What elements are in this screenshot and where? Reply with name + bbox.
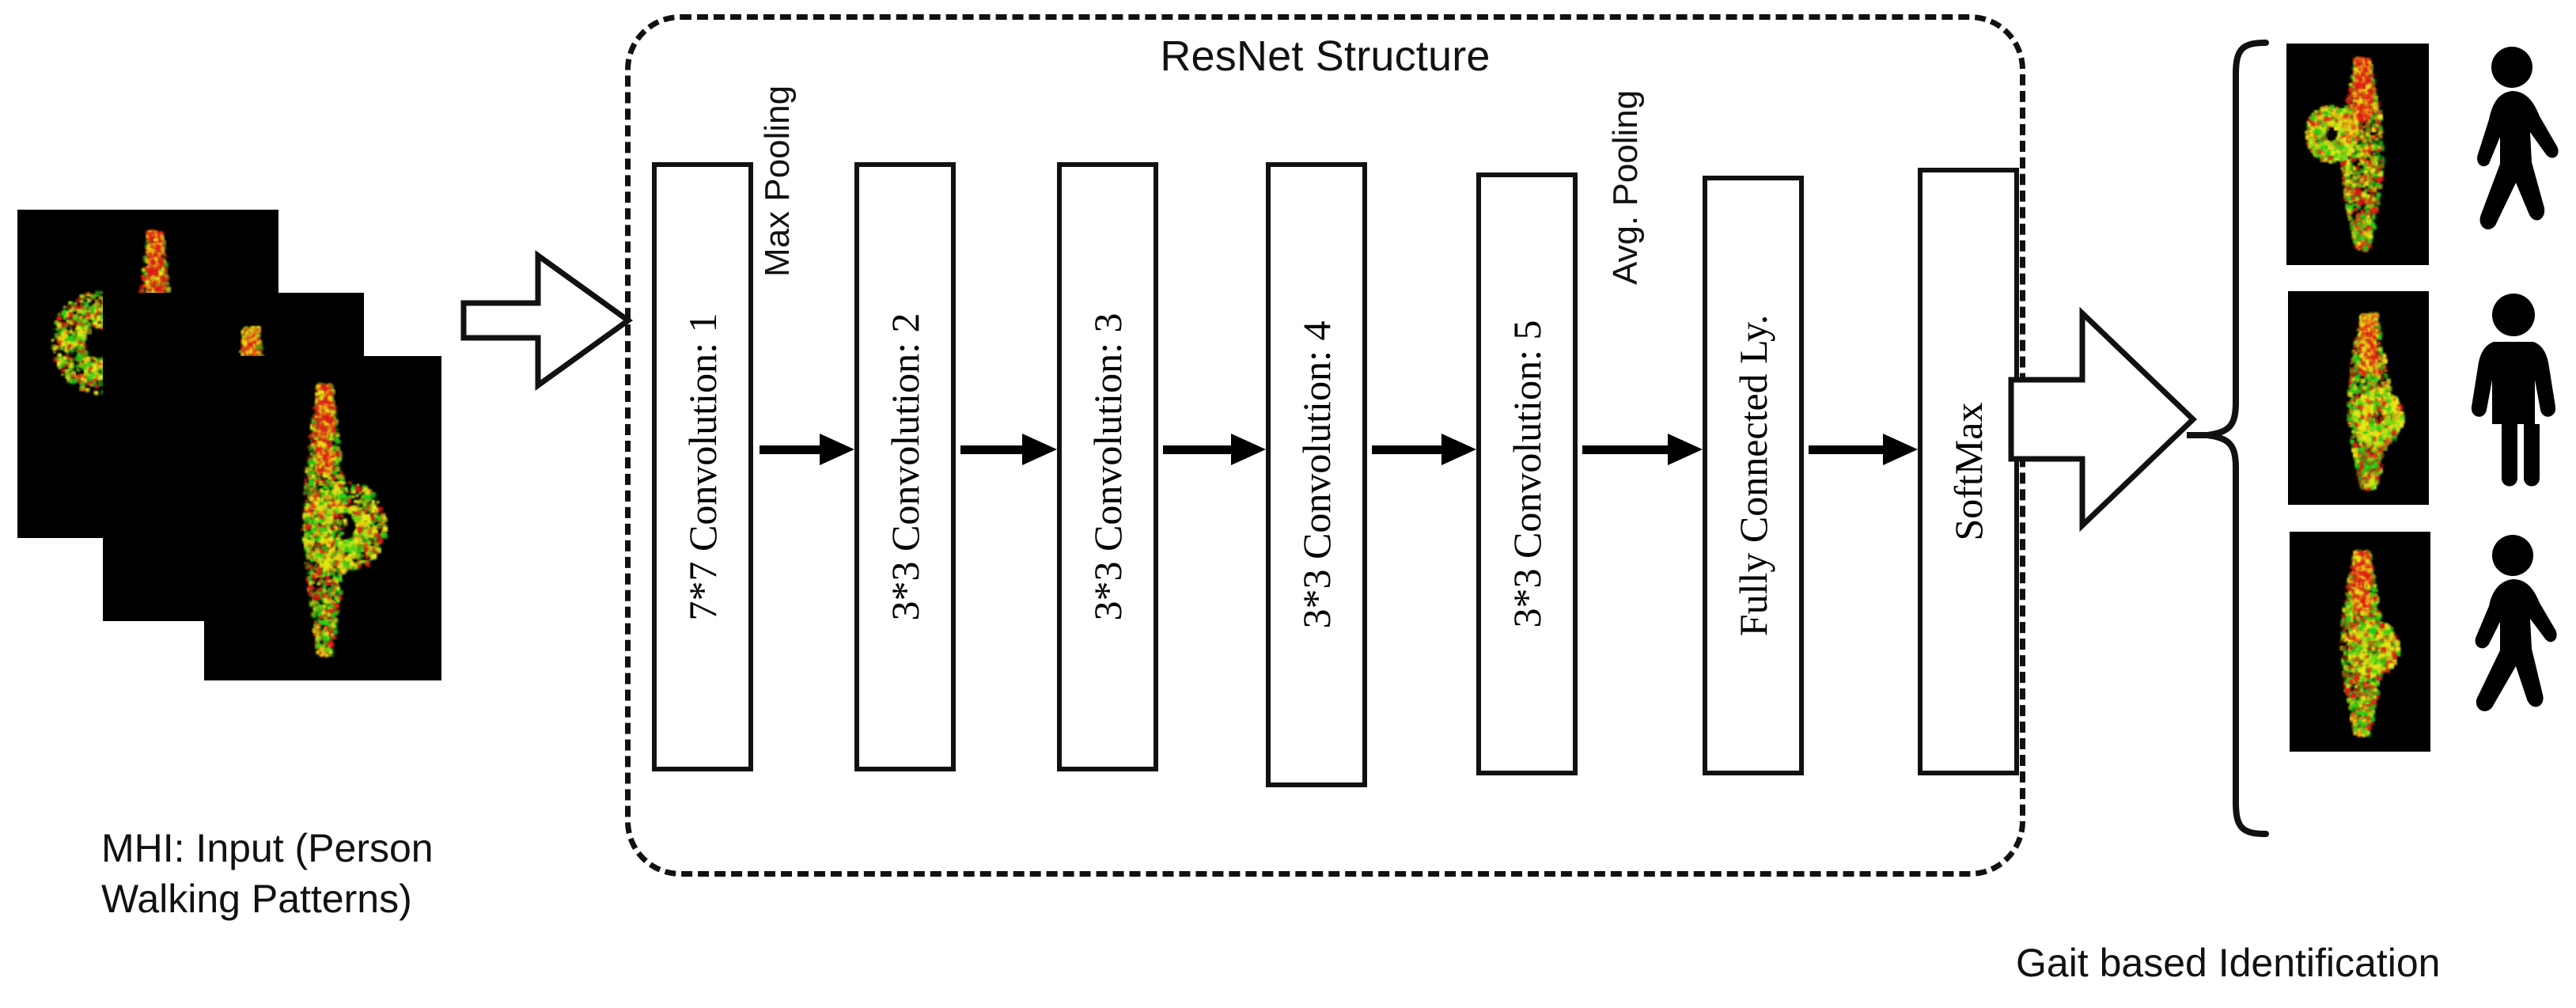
layer-label-conv5: 3*3 Convolution: 5 — [1505, 320, 1549, 628]
arrow-conv2-to-conv3 — [960, 434, 1059, 465]
resnet-title: ResNet Structure — [1160, 32, 1491, 80]
mhi-output-1 — [2286, 44, 2429, 265]
layer-label-conv3: 3*3 Convolution: 3 — [1085, 313, 1130, 621]
layer-label-softmax: SoftMax — [1946, 402, 1991, 541]
output-caption: Gait based Identification — [2016, 941, 2441, 985]
layer-label-conv2: 3*3 Convolution: 2 — [883, 313, 927, 621]
output-group-brace — [2184, 30, 2271, 853]
layer-box-conv3[interactable]: 3*3 Convolution: 3 — [1057, 162, 1158, 771]
max-pooling-label: Max Pooling — [758, 85, 797, 277]
layer-box-softmax[interactable]: SoftMax — [1918, 168, 2019, 775]
pedestrian-standing-icon — [2462, 291, 2565, 497]
mhi-input-3 — [204, 356, 441, 680]
arrow-conv3-to-conv4 — [1163, 434, 1267, 465]
mhi-output-2 — [2288, 291, 2429, 505]
layer-label-conv1: 7*7 Convolution: 1 — [680, 313, 725, 621]
input-flow-arrow — [460, 233, 635, 407]
layer-box-conv1[interactable]: 7*7 Convolution: 1 — [652, 162, 753, 771]
layer-box-conv5[interactable]: 3*3 Convolution: 5 — [1476, 172, 1578, 775]
mhi-output-3 — [2290, 532, 2430, 752]
output-flow-arrow — [2008, 261, 2198, 578]
input-caption-line1: MHI: Input (Person — [101, 826, 434, 870]
pedestrian-walking-icon-2 — [2459, 532, 2562, 745]
arrow-conv4-to-conv5 — [1372, 434, 1478, 465]
input-caption-line2: Walking Patterns) — [101, 877, 412, 921]
layer-label-fully-connected: Fully Connected Ly. — [1731, 314, 1775, 637]
layer-box-conv2[interactable]: 3*3 Convolution: 2 — [854, 162, 956, 771]
arrow-fully-connected-to-softmax — [1809, 434, 1919, 465]
layer-label-conv4: 3*3 Convolution: 4 — [1294, 320, 1339, 629]
pedestrian-walking-icon-1 — [2460, 44, 2563, 257]
layer-box-conv4[interactable]: 3*3 Convolution: 4 — [1266, 162, 1367, 787]
avg-pooling-label: Avg. Pooling — [1606, 89, 1645, 285]
arrow-conv1-to-conv2 — [760, 434, 854, 465]
input-caption: MHI: Input (Person Walking Patterns) — [101, 823, 513, 924]
layer-box-fully-connected[interactable]: Fully Connected Ly. — [1703, 176, 1804, 775]
arrow-conv5-to-fully-connected — [1582, 434, 1704, 465]
